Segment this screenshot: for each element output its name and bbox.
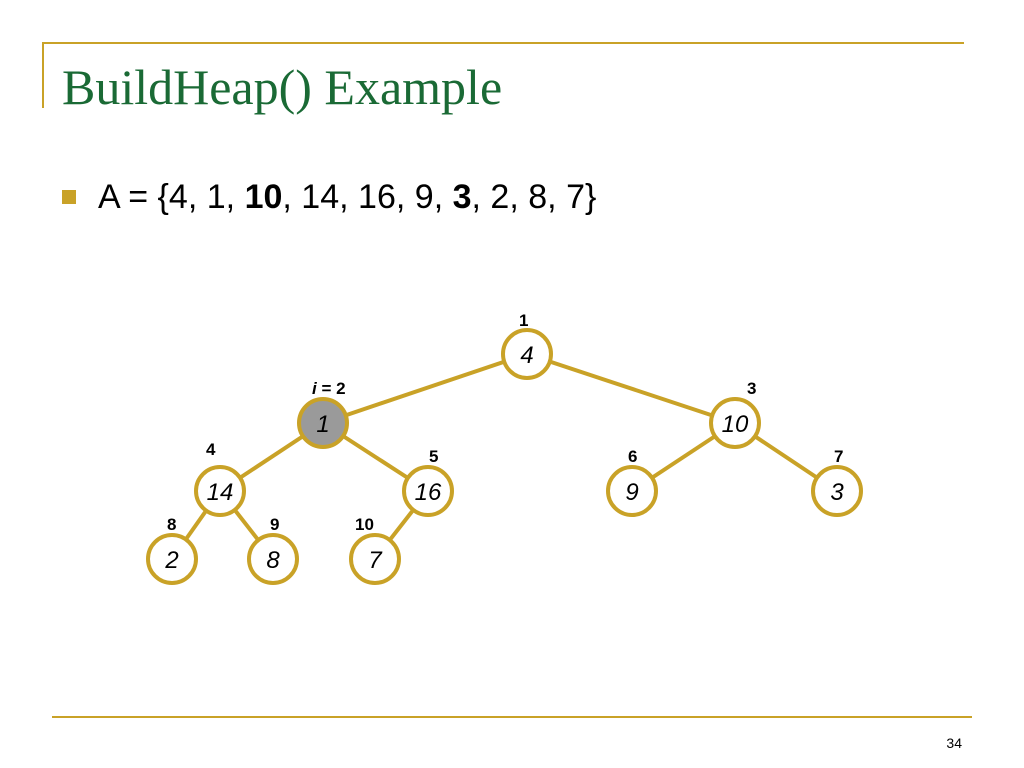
array-element: 9 bbox=[414, 177, 434, 216]
node-value: 14 bbox=[207, 479, 234, 506]
bullet-item: A = {4, 1, 10, 14, 16, 9, 3, 2, 8, 7} bbox=[62, 172, 596, 222]
array-element: 3 bbox=[452, 177, 472, 216]
array-element: 8 bbox=[528, 177, 548, 216]
node-value: 4 bbox=[520, 342, 533, 369]
heap-node bbox=[146, 533, 198, 585]
node-index-label: 8 bbox=[167, 515, 176, 534]
array-prefix: A = { bbox=[98, 177, 169, 216]
bullet-square-icon bbox=[62, 190, 76, 204]
node-value: 8 bbox=[266, 547, 280, 574]
array-element: 1 bbox=[206, 177, 226, 216]
array-separator: , bbox=[282, 177, 302, 216]
array-separator: , bbox=[339, 177, 359, 216]
array-separator: , bbox=[547, 177, 567, 216]
node-value: 3 bbox=[830, 479, 844, 506]
array-definition: A = {4, 1, 10, 14, 16, 9, 3, 2, 8, 7} bbox=[98, 178, 596, 217]
index-i-label: i = 2 bbox=[312, 379, 346, 398]
heap-node bbox=[606, 465, 658, 517]
frame-left-rule bbox=[42, 42, 44, 108]
array-element: 2 bbox=[490, 177, 510, 216]
node-value: 1 bbox=[316, 411, 329, 438]
heap-node-highlighted bbox=[297, 397, 349, 449]
frame-top-rule bbox=[42, 42, 964, 44]
array-element: 10 bbox=[244, 177, 283, 216]
node-value: 16 bbox=[415, 479, 442, 506]
heap-node bbox=[811, 465, 863, 517]
array-separator: , bbox=[395, 177, 415, 216]
array-separator: , bbox=[187, 177, 207, 216]
array-separator: , bbox=[225, 177, 245, 216]
node-index-label: 5 bbox=[429, 447, 438, 466]
node-index-label: 4 bbox=[206, 440, 216, 459]
array-element: 4 bbox=[168, 177, 188, 216]
slide-title: BuildHeap() Example bbox=[62, 59, 503, 115]
heap-node bbox=[709, 397, 761, 449]
node-index-label: 10 bbox=[355, 515, 374, 534]
node-value: 2 bbox=[164, 547, 178, 574]
node-index-label: 9 bbox=[270, 515, 279, 534]
array-separator: , bbox=[433, 177, 453, 216]
array-element: 14 bbox=[301, 177, 340, 216]
array-suffix: } bbox=[585, 177, 597, 216]
heap-node bbox=[194, 465, 246, 517]
array-element: 16 bbox=[358, 177, 396, 216]
heap-node bbox=[247, 533, 299, 585]
node-value: 7 bbox=[368, 547, 383, 574]
heap-edge bbox=[322, 352, 528, 425]
array-element: 7 bbox=[566, 177, 585, 216]
node-value: 10 bbox=[722, 411, 749, 438]
node-index-label: 1 bbox=[519, 311, 528, 330]
footer-rule bbox=[52, 716, 972, 718]
array-separator: , bbox=[509, 177, 529, 216]
node-index-label: 7 bbox=[834, 447, 843, 466]
heap-edge bbox=[526, 352, 736, 425]
node-value: 9 bbox=[625, 479, 638, 506]
node-index-label: 6 bbox=[628, 447, 637, 466]
heap-node bbox=[402, 465, 454, 517]
array-separator: , bbox=[471, 177, 491, 216]
page-number: 34 bbox=[946, 735, 962, 751]
node-index-label: 3 bbox=[747, 379, 756, 398]
heap-node bbox=[501, 328, 553, 380]
heap-node bbox=[349, 533, 401, 585]
